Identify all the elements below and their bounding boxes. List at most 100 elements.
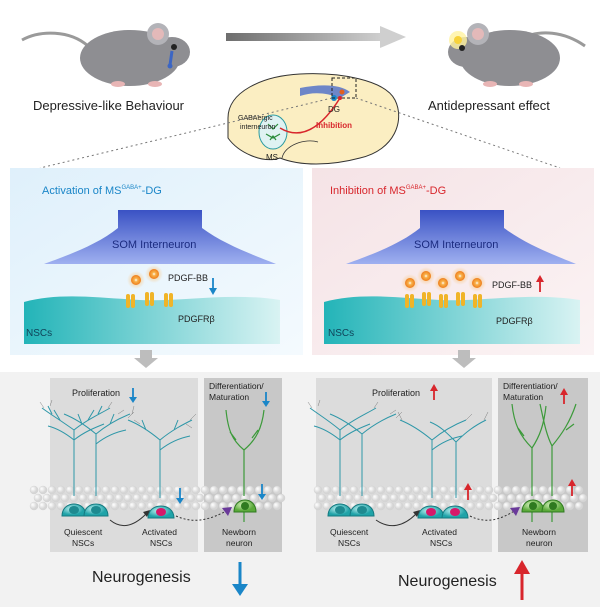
granule-bead	[412, 485, 422, 495]
bl-neurogenesis-down-arrow	[232, 562, 248, 596]
br-glia-arbors	[309, 407, 487, 498]
zoom-line-left	[39, 97, 333, 169]
bl-dotted-arrow	[175, 509, 229, 521]
top-transition-arrow	[226, 26, 406, 48]
granule-bead	[506, 493, 516, 503]
gaba-label-line1: GABAergic	[238, 115, 273, 122]
granule-bead	[497, 493, 507, 503]
granule-bead	[164, 485, 174, 495]
br-neurogenesis-label: Neurogenesis	[398, 573, 497, 590]
granule-bead	[578, 493, 588, 503]
granule-bead	[38, 485, 48, 495]
granule-bead	[448, 485, 458, 495]
bl-activated-label-1: Activated	[142, 527, 177, 537]
granule-bead	[191, 501, 201, 511]
right-nscs-label: NSCs	[328, 328, 354, 339]
bl-diff-box	[204, 378, 282, 552]
granule-bead	[403, 501, 413, 511]
granule-bead	[484, 485, 494, 495]
granule-bead	[65, 485, 75, 495]
granule-bead	[560, 493, 570, 503]
br-newborn-label-1: Newborn	[522, 527, 556, 537]
granule-bead	[574, 501, 584, 511]
bl-activated-down-arrow	[176, 488, 184, 504]
granule-bead	[358, 485, 368, 495]
br-proliferation-up-arrow	[430, 384, 438, 400]
granule-bead	[475, 501, 485, 511]
granule-bead	[29, 485, 39, 495]
br-quiescent-label-2: NSCs	[338, 538, 360, 548]
left-pdgf-label: PDGF-BB	[168, 273, 208, 283]
bl-dotted-arrowhead	[222, 507, 232, 516]
left-nsc-layer	[24, 296, 280, 344]
granule-bead	[376, 501, 386, 511]
granule-bead	[380, 493, 390, 503]
granule-bead	[182, 485, 192, 495]
dg-label: DG	[328, 105, 340, 114]
granule-bead	[389, 493, 399, 503]
bl-diff-label-line1: Differentiation/	[209, 381, 264, 391]
br-activated-nscs	[417, 505, 469, 519]
br-dotted-arrow	[469, 509, 517, 521]
granule-bead	[213, 493, 223, 503]
granule-bead	[353, 493, 363, 503]
br-activated-up-arrow	[464, 483, 472, 500]
br-diff-up-arrow	[560, 388, 568, 404]
granule-bead	[42, 493, 52, 503]
granule-bead	[556, 485, 566, 495]
bl-newborn-cell	[233, 499, 257, 513]
ms-label: MS	[266, 153, 278, 162]
bl-proliferation-down-arrow	[129, 388, 137, 403]
granule-bead	[29, 501, 39, 511]
granule-bead	[493, 501, 503, 511]
granule-bead	[394, 501, 404, 511]
granule-bead	[416, 493, 426, 503]
granule-bead	[137, 501, 147, 511]
right-som-label: SOM Interneuron	[414, 239, 498, 251]
granule-bead	[430, 485, 440, 495]
granule-bead	[92, 485, 102, 495]
bl-diff-down-arrow	[262, 392, 270, 407]
right-panel-title: Inhibition of MSGABA+-DG	[330, 185, 446, 197]
br-quiescent-nscs	[327, 503, 375, 517]
br-diff-box	[498, 378, 588, 552]
granule-bead	[60, 493, 70, 503]
granule-bead	[407, 493, 417, 503]
granule-bead	[254, 501, 264, 511]
br-diff-label-line2: Maturation	[503, 392, 543, 402]
granule-bead	[119, 501, 129, 511]
brain-diagram	[227, 73, 400, 165]
bl-quiescent-nscs	[61, 503, 109, 517]
br-activated-label-1: Activated	[422, 527, 457, 537]
granule-bead	[439, 501, 449, 511]
granule-bead	[344, 493, 354, 503]
granule-bead	[412, 501, 422, 511]
gaba-label-line2: interneuron	[240, 124, 276, 131]
right-caption: Antidepressant effect	[428, 98, 550, 113]
granule-bead	[249, 493, 259, 503]
granule-bead	[276, 493, 286, 503]
granule-bead	[385, 485, 395, 495]
left-som-interneuron	[44, 210, 276, 264]
granule-bead	[56, 485, 66, 495]
granule-bead	[51, 493, 61, 503]
granule-bead	[398, 493, 408, 503]
granule-bead	[493, 485, 503, 495]
granule-bead	[200, 501, 210, 511]
granule-bead	[47, 485, 57, 495]
granule-bead	[322, 501, 332, 511]
granule-bead	[96, 493, 106, 503]
right-pdgf-up-arrow	[536, 275, 544, 292]
bl-proliferation-label: Proliferation	[72, 388, 120, 398]
granule-bead	[349, 485, 359, 495]
right-pdgf-balls	[401, 267, 486, 292]
granule-bead	[394, 485, 404, 495]
br-activated-label-2: NSCs	[430, 538, 452, 548]
granule-bead	[515, 493, 525, 503]
br-newborn-label-2: neuron	[526, 538, 553, 548]
right-receptor-label: PDGFRβ	[496, 316, 533, 326]
bl-fine-processes	[39, 399, 197, 429]
granule-bead	[484, 501, 494, 511]
bl-glia-arbors	[41, 405, 193, 498]
